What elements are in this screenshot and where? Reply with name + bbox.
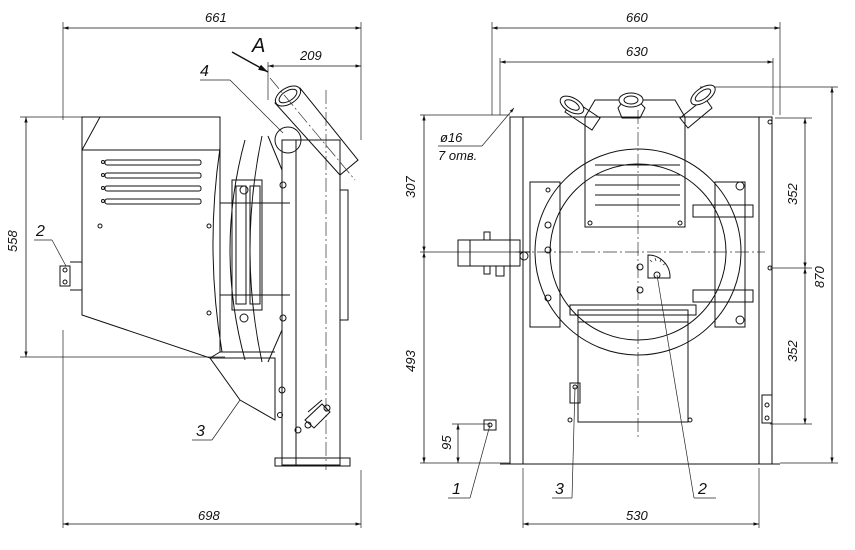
vent-grille-front	[595, 164, 680, 206]
side-view: 661 209 A 4 558 2	[5, 10, 362, 528]
view-letter-a: A	[251, 35, 265, 57]
dim-307: 307	[403, 176, 418, 198]
dim-95: 95	[439, 435, 454, 450]
hole-diameter: ø16	[440, 130, 463, 145]
dim-661: 661	[205, 10, 227, 25]
callout-2-left: 2	[35, 223, 45, 240]
callout-3-left: 3	[196, 423, 205, 440]
dim-630: 630	[626, 44, 648, 59]
dial-gauge	[636, 254, 671, 294]
dim-352-upper: 352	[785, 183, 800, 205]
dim-352-lower: 352	[785, 340, 800, 362]
dim-530: 530	[626, 508, 648, 523]
dim-558: 558	[5, 230, 20, 252]
dim-660: 660	[626, 10, 648, 25]
dim-698: 698	[198, 508, 220, 523]
top-pipes	[559, 84, 716, 131]
front-view: 660 630 ø16 7 отв. 307 493 95 352	[403, 10, 838, 528]
callout-1: 1	[452, 481, 461, 498]
hole-count: 7 отв.	[438, 148, 477, 163]
vent-grille-side	[101, 159, 202, 205]
inlet-pipe-front	[457, 231, 530, 277]
dim-209: 209	[299, 48, 322, 63]
dim-870: 870	[812, 266, 827, 288]
callout-4: 4	[200, 63, 209, 80]
dim-493: 493	[403, 350, 418, 372]
callout-3-right: 3	[555, 481, 564, 498]
outlet-pipe-side	[269, 77, 359, 181]
callout-2-right: 2	[697, 481, 707, 498]
